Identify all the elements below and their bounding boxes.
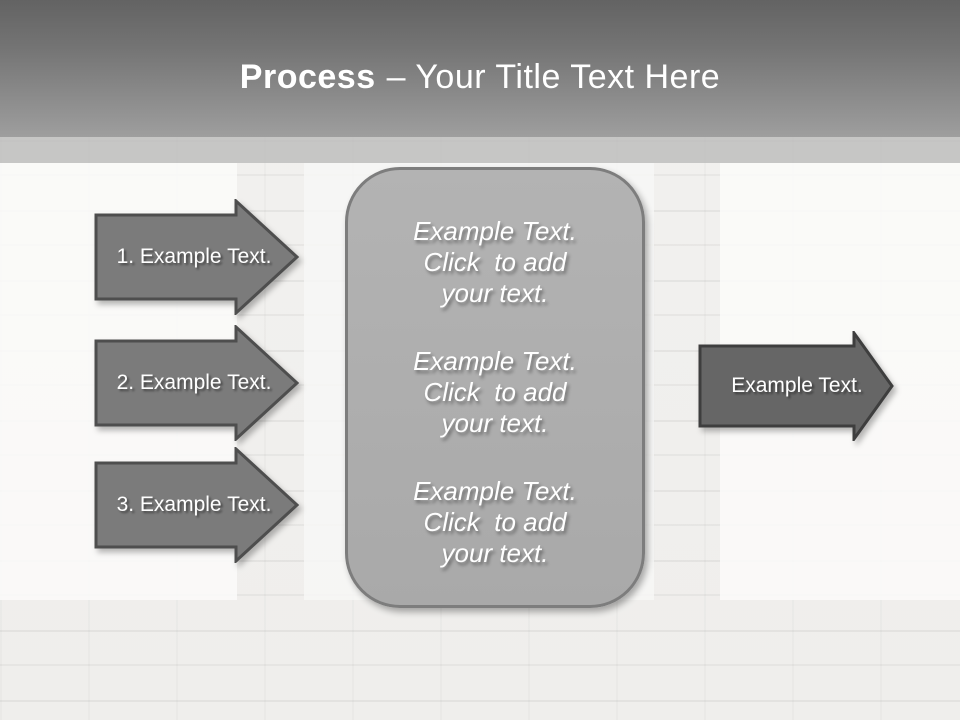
- center-text-box[interactable]: Example Text. Click to add your text. Ex…: [345, 167, 645, 608]
- header-subband: [0, 137, 960, 163]
- placeholder-line: Example Text.: [413, 216, 577, 246]
- output-arrow[interactable]: [698, 328, 895, 446]
- placeholder-line: your text.: [441, 278, 549, 308]
- placeholder-line: Click to add: [423, 507, 567, 537]
- placeholder-line: Click to add: [423, 247, 567, 277]
- process-arrow-1[interactable]: [94, 197, 300, 320]
- placeholder-line: Click to add: [423, 377, 567, 407]
- header-band: Process – Your Title Text Here: [0, 0, 960, 137]
- right-block-arrow-icon: [94, 197, 300, 317]
- right-block-arrow-icon: [94, 323, 300, 443]
- right-block-arrow-icon: [698, 328, 894, 444]
- placeholder-line: Example Text.: [413, 476, 577, 506]
- slide-title[interactable]: Process – Your Title Text Here: [240, 58, 720, 97]
- slide-title-emphasis: Process: [239, 58, 376, 96]
- text-placeholder-3[interactable]: Example Text. Click to add your text.: [366, 476, 624, 569]
- right-block-arrow-icon: [94, 445, 300, 565]
- placeholder-line: Example Text.: [413, 346, 577, 376]
- process-arrow-2[interactable]: [94, 323, 300, 446]
- text-placeholder-2[interactable]: Example Text. Click to add your text.: [366, 346, 624, 439]
- placeholder-line: your text.: [441, 408, 549, 438]
- slide-title-rest: – Your Title Text Here: [386, 58, 721, 96]
- text-placeholder-1[interactable]: Example Text. Click to add your text.: [366, 216, 624, 309]
- process-arrow-3[interactable]: [94, 445, 300, 568]
- placeholder-line: your text.: [441, 538, 549, 568]
